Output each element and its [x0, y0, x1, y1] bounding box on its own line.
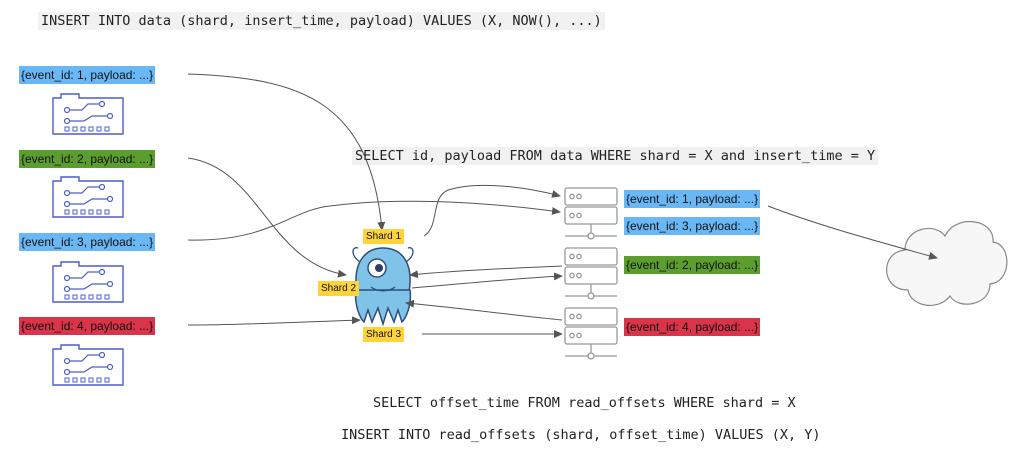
arrow-event-1-to-shard-1 [187, 73, 386, 231]
producer-event-3-label: {event_id: 3, payload: ...} [19, 233, 156, 251]
arrow-event-3-to-server-1 [187, 200, 561, 241]
arrow-shard-1-to-server-1 [423, 184, 561, 237]
scylla-monster-icon [352, 247, 414, 327]
arrow-server-3-to-shard-3 [405, 299, 563, 321]
cloud-icon [886, 221, 1008, 306]
insert-offsets-sql: INSERT INTO read_offsets (shard, offset_… [341, 427, 821, 443]
consumer-event-1-label: {event_id: 1, payload: ...} [624, 190, 761, 208]
arrow-event-1-to-cloud [767, 205, 938, 260]
insert-data-sql: INSERT INTO data (shard, insert_time, pa… [38, 12, 605, 30]
consumer-event-4-label: {event_id: 4, payload: ...} [624, 318, 761, 336]
shard-1-label: Shard 1 [363, 229, 405, 244]
producer-board-icon-2 [52, 176, 124, 218]
arrow-server-2-to-shard-2 [409, 265, 563, 279]
arrow-event-2-to-shard-2 [187, 157, 347, 278]
arrow-event-4-to-shard-3 [187, 316, 361, 326]
consumer-event-2-label: {event_id: 2, payload: ...} [624, 256, 761, 274]
select-offsets-sql: SELECT offset_time FROM read_offsets WHE… [373, 395, 796, 411]
server-stack-icon-1 [564, 187, 618, 240]
server-stack-icon-2 [564, 247, 618, 300]
producer-event-2-label: {event_id: 2, payload: ...} [19, 150, 156, 168]
producer-board-icon-3 [52, 261, 124, 303]
producer-event-1-label: {event_id: 1, payload: ...} [19, 66, 156, 84]
arrow-shard-2-to-server-2 [411, 272, 563, 289]
consumer-event-3-label: {event_id: 3, payload: ...} [624, 217, 761, 235]
shard-3-label: Shard 3 [363, 327, 405, 342]
shard-2-label: Shard 2 [318, 281, 360, 296]
server-stack-icon-3 [564, 307, 618, 360]
producer-board-icon-1 [52, 93, 124, 135]
producer-board-icon-4 [52, 344, 124, 386]
producer-event-4-label: {event_id: 4, payload: ...} [19, 317, 156, 335]
select-data-sql: SELECT id, payload FROM data WHERE shard… [352, 147, 879, 165]
